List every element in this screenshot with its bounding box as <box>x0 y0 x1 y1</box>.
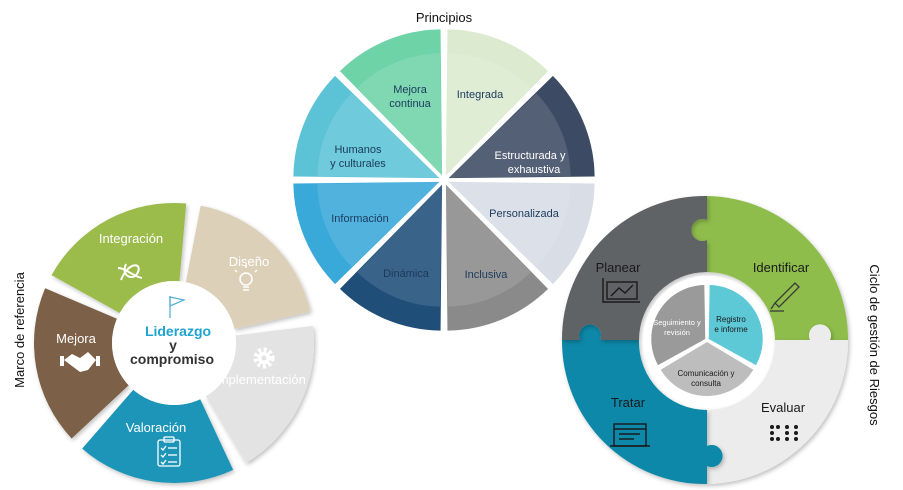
principle-slice-highlight <box>317 181 440 267</box>
framework-center-line1: Liderazgo <box>145 323 211 339</box>
framework-center-line2: y <box>169 337 177 353</box>
principles-diagram: Principios Integrada Estructurada y exha… <box>293 10 595 331</box>
principle-slice <box>445 184 549 331</box>
framework-segment <box>185 205 311 330</box>
principle-label-dinamica: Dinámica <box>383 268 430 280</box>
principles-labels: Integrada Estructurada y exhaustiva Pers… <box>330 84 566 281</box>
framework-label-diseno: Diseño <box>229 254 269 269</box>
principle-label-humanos-1: Humanos <box>334 144 382 156</box>
braille-icon <box>770 425 798 441</box>
inner-label-seguimiento-1: Seguimiento y <box>653 318 701 327</box>
framework-label-mejora: Mejora <box>56 331 97 346</box>
principle-slice-highlight <box>357 53 443 176</box>
inner-label-seguimiento-2: revisión <box>664 328 690 337</box>
principle-label-estructurada-1: Estructurada y <box>495 150 566 162</box>
principle-label-integrada: Integrada <box>457 89 504 101</box>
principle-slice <box>448 181 595 285</box>
principle-slice <box>339 184 443 331</box>
risk-label-identificar: Identificar <box>753 260 810 275</box>
puzzle-piece-identificar <box>691 196 849 340</box>
principle-slice <box>293 75 440 179</box>
framework-label-valoracion: Valoración <box>126 420 186 435</box>
principles-title: Principios <box>416 10 473 25</box>
inner-label-comunicacion-2: consulta <box>691 379 721 388</box>
framework-segment <box>82 389 234 483</box>
principle-slice-highlight <box>445 53 531 176</box>
principle-slice <box>445 29 549 176</box>
principle-label-mejora-2: continua <box>389 98 431 110</box>
flag-icon <box>169 296 187 318</box>
puzzle-piece-planear <box>561 195 707 340</box>
principle-slice-highlight <box>445 184 531 307</box>
chart-icon <box>602 278 640 303</box>
risk-label-evaluar: Evaluar <box>761 400 806 415</box>
principle-slice <box>339 29 443 176</box>
principle-label-estructurada-2: exhaustiva <box>508 164 561 176</box>
framework-label-implementacion: Implementación <box>214 372 306 387</box>
framework-segment <box>51 203 187 313</box>
risk-label-tratar: Tratar <box>611 395 646 410</box>
inner-label-registro-2: e informe <box>714 325 748 334</box>
principle-label-inclusiva: Inclusiva <box>465 269 509 281</box>
inner-label-comunicacion-1: Comunicación y <box>678 369 735 378</box>
framework-segment <box>205 325 314 464</box>
principle-slice-highlight <box>448 181 571 267</box>
checklist-icon <box>157 436 181 467</box>
principle-label-humanos-2: y culturales <box>330 158 386 170</box>
risk-inner-sector <box>708 285 763 366</box>
risk-inner-wheel <box>651 285 763 396</box>
principles-slices <box>293 29 595 331</box>
pen-icon <box>770 282 800 312</box>
risk-inner-sector <box>660 342 754 396</box>
handshake-icon <box>60 352 100 372</box>
knot-icon <box>117 263 143 281</box>
framework-center-line3: compromiso <box>130 351 214 367</box>
principle-slice <box>448 75 595 179</box>
risk-inner-sector <box>651 285 706 366</box>
framework-label-integracion: Integración <box>99 231 163 246</box>
principle-slice-highlight <box>357 184 443 307</box>
framework-side-label: Marco de referencia <box>12 271 27 387</box>
framework-diagram: Marco de referencia Liderazgo y compromi… <box>12 203 314 483</box>
gear-icon <box>253 347 275 369</box>
risk-cycle-diagram: Ciclo de gestión de Riesgos Registro e i… <box>561 195 882 485</box>
principle-label-informacion: Información <box>331 213 388 225</box>
puzzle-piece-tratar <box>561 324 723 485</box>
principle-slice <box>293 181 440 285</box>
lightbulb-icon <box>234 265 258 291</box>
risk-label-planear: Planear <box>596 260 641 275</box>
inner-label-registro-1: Registro <box>716 315 746 324</box>
principle-label-mejora-1: Mejora <box>393 84 428 96</box>
framework-center-disc <box>112 281 236 405</box>
dashboard-icon <box>610 423 650 447</box>
principle-slice-highlight <box>448 93 571 179</box>
principle-slice-highlight <box>317 93 440 179</box>
risk-cycle-side-label: Ciclo de gestión de Riesgos <box>867 264 882 426</box>
principle-label-personalizada: Personalizada <box>489 208 560 220</box>
puzzle-piece-evaluar <box>707 324 849 484</box>
